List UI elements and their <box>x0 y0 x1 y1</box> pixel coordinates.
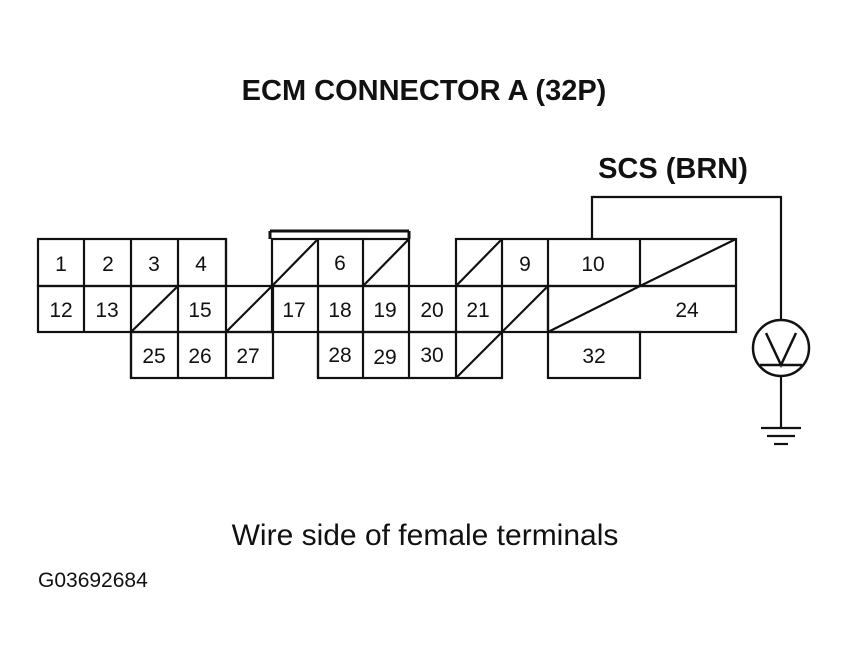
pin-17: 17 <box>282 299 305 322</box>
row3-right-block <box>546 330 642 380</box>
blank-cell-11 <box>639 238 737 287</box>
pin-12: 12 <box>49 299 72 322</box>
figure-code: G03692684 <box>38 569 148 592</box>
pin-1: 1 <box>55 253 67 276</box>
pin-24: 24 <box>675 299 699 322</box>
pin-32: 32 <box>582 345 605 368</box>
pin-3: 3 <box>148 253 160 276</box>
blank-cell-16 <box>225 285 273 333</box>
pin-30: 30 <box>420 344 443 367</box>
pin-labels: 1 2 3 4 6 9 10 12 13 15 17 18 19 20 21 2… <box>49 252 699 369</box>
diagram-caption: Wire side of female terminals <box>232 519 619 552</box>
pin-2: 2 <box>102 253 114 276</box>
blank-cell-8 <box>455 238 503 287</box>
blank-cell-14 <box>130 285 179 333</box>
pin-19: 19 <box>373 299 396 322</box>
pin-6: 6 <box>334 252 346 275</box>
pin-18: 18 <box>328 299 351 322</box>
blank-cell-23 <box>547 285 641 333</box>
row2-right-block <box>546 284 738 334</box>
blank-cell-31 <box>455 331 503 379</box>
pin-20: 20 <box>420 299 443 322</box>
pin-4: 4 <box>195 253 207 276</box>
pin-10: 10 <box>581 253 604 276</box>
blank-cell-5 <box>271 238 319 287</box>
pin-15: 15 <box>188 299 211 322</box>
pin-27: 27 <box>236 345 259 368</box>
signal-label: SCS (BRN) <box>598 153 748 185</box>
diagram-title: ECM CONNECTOR A (32P) <box>242 75 607 107</box>
blank-cell-7 <box>362 238 410 287</box>
pin-26: 26 <box>188 345 211 368</box>
voltmeter-icon <box>751 318 811 378</box>
pin-9: 9 <box>519 253 531 276</box>
probe-wire <box>590 195 783 325</box>
pin-25: 25 <box>142 345 165 368</box>
ground-icon <box>761 376 801 446</box>
pin-13: 13 <box>95 299 118 322</box>
pin-29: 29 <box>373 346 396 369</box>
pin-28: 28 <box>328 344 351 367</box>
pin-21: 21 <box>466 299 489 322</box>
blank-cell-22 <box>501 285 549 333</box>
connector-outline <box>36 229 738 380</box>
